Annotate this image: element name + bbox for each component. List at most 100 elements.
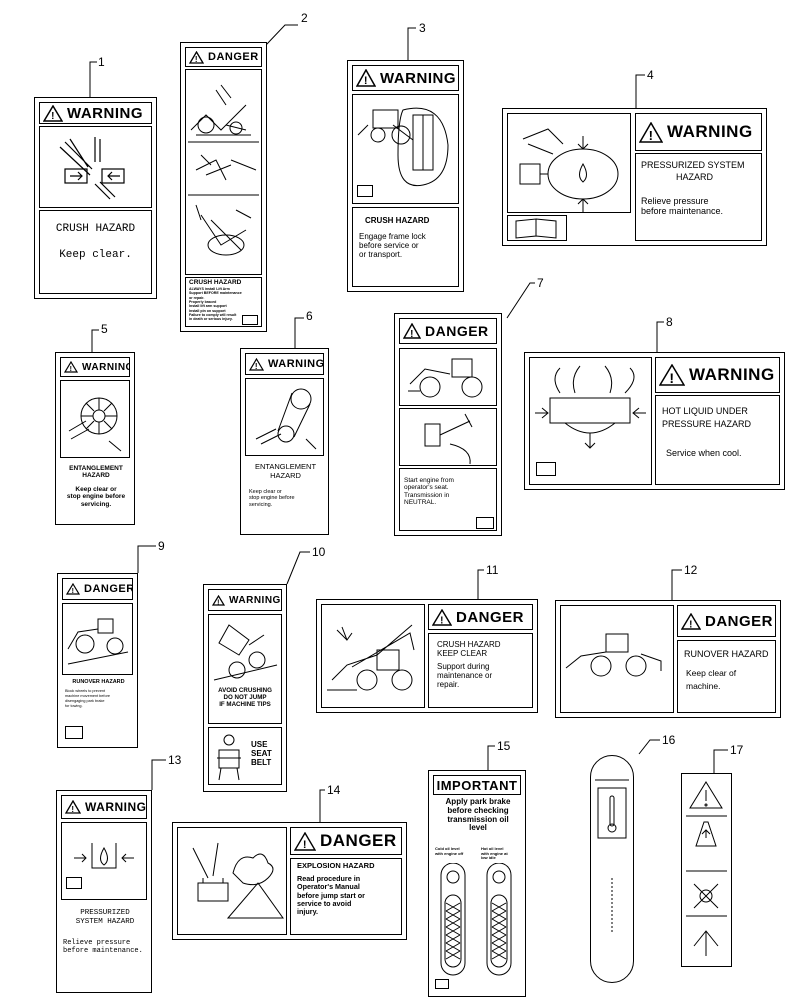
pressure-release-icon [74, 843, 134, 869]
hazard-title: EXPLOSION HAZARD [297, 861, 375, 870]
hazard-title: ENTANGLEMENT HAZARD [254, 462, 317, 480]
decal-9-runover-danger: ! DANGER RUNOVER HAZARD Block wheels to … [57, 573, 138, 748]
callout-8: 8 [666, 315, 673, 329]
hazard-instructions: Start engine from operator's seat. Trans… [404, 477, 454, 507]
decal-8-hot-liquid-warning: ! WARNING HOT LIQUID UNDER PRESSURE HAZA… [524, 352, 785, 490]
svg-text:!: ! [410, 329, 414, 339]
signal-word: DANGER [208, 51, 259, 63]
decal-1-crush-warning: ! WARNING CRUSH HAZARD Keep clear. [34, 97, 157, 299]
pictogram-panel [61, 822, 147, 900]
hazard-title: HOT LIQUID UNDER PRESSURE HAZARD [662, 406, 752, 430]
warning-triangle-icon: ! [356, 69, 376, 87]
callout-4: 4 [647, 68, 654, 82]
hazard-title: RUNOVER HAZARD [684, 649, 769, 659]
warning-triangle-icon: ! [432, 608, 452, 626]
seatbelt-text: USE SEAT BELT [251, 740, 272, 768]
warning-triangle-icon: ! [64, 361, 78, 373]
decal-header: ! WARNING [208, 589, 282, 611]
signal-word: WARNING [380, 69, 456, 87]
callout-15: 15 [497, 739, 511, 753]
belt-entanglement-icon [255, 388, 317, 450]
signal-word: WARNING [67, 104, 143, 122]
message-panel: EXPLOSION HAZARD Read procedure in Opera… [290, 858, 402, 935]
fan-entanglement-icon [68, 397, 122, 452]
message-panel: CRUSH HAZARD Engage frame lock before se… [352, 207, 459, 287]
pictogram-panel [177, 827, 287, 935]
seatbelt-panel: USE SEAT BELT [208, 727, 282, 785]
crush-hands-icon [59, 137, 125, 200]
callout-2: 2 [301, 11, 308, 25]
svg-text:!: ! [669, 370, 674, 386]
callout-17: 17 [730, 743, 744, 757]
decal-header: ! DANGER [677, 605, 776, 637]
thermometer-icon [595, 779, 629, 933]
warning-triangle-icon: ! [65, 800, 81, 814]
message-panel: CRUSH HAZARD Keep clear. [39, 210, 152, 294]
cold-level-label: Cold oil level with engine off [435, 846, 464, 856]
decal-header: ! WARNING [60, 357, 130, 377]
svg-text:!: ! [364, 75, 368, 87]
manual-book-icon [435, 979, 449, 989]
hazard-title: RUNOVER HAZARD [72, 679, 125, 685]
pictogram-panel [560, 605, 674, 713]
frame-lock-icon [357, 107, 449, 187]
ignition-panel [399, 408, 497, 466]
decal-2-lift-arm-danger: ! DANGER CRUSH HAZARD ALWAYS install Lif… [180, 42, 267, 332]
signal-word: WARNING [85, 800, 147, 814]
svg-text:!: ! [195, 55, 198, 64]
signal-word: DANGER [320, 831, 397, 850]
callout-9: 9 [158, 539, 165, 553]
callout-10: 10 [312, 545, 326, 559]
svg-text:!: ! [440, 615, 444, 626]
signal-word: WARNING [268, 358, 324, 370]
hazard-instructions: Keep clear of machine. [686, 668, 737, 691]
decal-13-pressurized-warning: ! WARNING PRESSURIZED SYSTEM HAZARD Reli… [56, 790, 152, 993]
hazard-instructions: Keep clear or stop engine before servici… [249, 489, 295, 508]
message-panel: CRUSH HAZARD KEEP CLEAR Support during m… [428, 633, 533, 708]
pictogram-panel [60, 380, 130, 458]
svg-text:!: ! [71, 805, 74, 814]
pictogram-panel [352, 94, 459, 204]
hazard-instruction: Keep clear. [59, 249, 132, 261]
hazard-instructions: Relieve pressure before maintenance. [63, 939, 143, 956]
signal-word: DANGER [84, 583, 133, 595]
warning-triangle-icon: ! [681, 612, 701, 630]
hazard-title: PRESSURIZED SYSTEM [641, 160, 745, 170]
callout-11: 11 [486, 563, 499, 577]
raised-arm-loader-icon [327, 624, 415, 691]
decal-3-frame-lock-warning: ! WARNING CRUSH HAZARD Engage frame lock… [347, 60, 464, 292]
hazard-instructions: Relieve pressure before maintenance. [641, 196, 724, 217]
decal-4-pressurized-warning: ! WARNING PRESSURIZED SYSTEM HAZARD Reli… [502, 108, 767, 246]
decal-header: ! WARNING [39, 102, 152, 124]
decal-header: ! WARNING [61, 795, 147, 819]
battery-explosion-icon [192, 842, 284, 919]
oil-check-instructions: Apply park brake before checking transmi… [445, 797, 511, 833]
callout-6: 6 [306, 309, 313, 323]
decal-header: ! DANGER [185, 47, 262, 67]
pictogram-panel [507, 113, 631, 213]
warning-triangle-icon: ! [66, 583, 80, 595]
message-panel: HOT LIQUID UNDER PRESSURE HAZARD Service… [655, 395, 780, 485]
decal-6-entanglement-warning: ! WARNING ENTANGLEMENT HAZARD Keep clear… [240, 348, 329, 535]
pictogram-panel [39, 126, 152, 208]
manual-book-icon [65, 726, 83, 739]
warning-triangle-icon: ! [659, 364, 685, 386]
decal-11-crush-danger: ! DANGER CRUSH HAZARD KEEP CLEAR Support… [316, 599, 538, 713]
callout-16: 16 [662, 733, 676, 747]
safety-pictogram-stack [686, 781, 727, 956]
tipover-loader-icon [213, 624, 278, 681]
pictogram-panel [245, 378, 324, 456]
hazard-title: CRUSH HAZARD [55, 223, 136, 235]
svg-text:!: ! [51, 111, 55, 122]
decal-16-thermometer-strip [590, 755, 634, 983]
callout-12: 12 [684, 563, 698, 577]
svg-text:!: ! [255, 362, 258, 371]
callout-5: 5 [101, 322, 108, 336]
decal-15-transmission-oil-important: IMPORTANT Apply park brake before checki… [428, 770, 526, 997]
warning-triangle-icon: ! [43, 104, 63, 122]
pictogram-panel: AVOID CRUSHING DO NOT JUMP IF MACHINE TI… [208, 614, 282, 724]
warning-triangle-icon: ! [294, 831, 316, 851]
hazard-instructions: AVOID CRUSHING DO NOT JUMP IF MACHINE TI… [218, 687, 272, 709]
manual-book-icon [66, 877, 82, 889]
warning-triangle-icon: ! [212, 594, 225, 606]
